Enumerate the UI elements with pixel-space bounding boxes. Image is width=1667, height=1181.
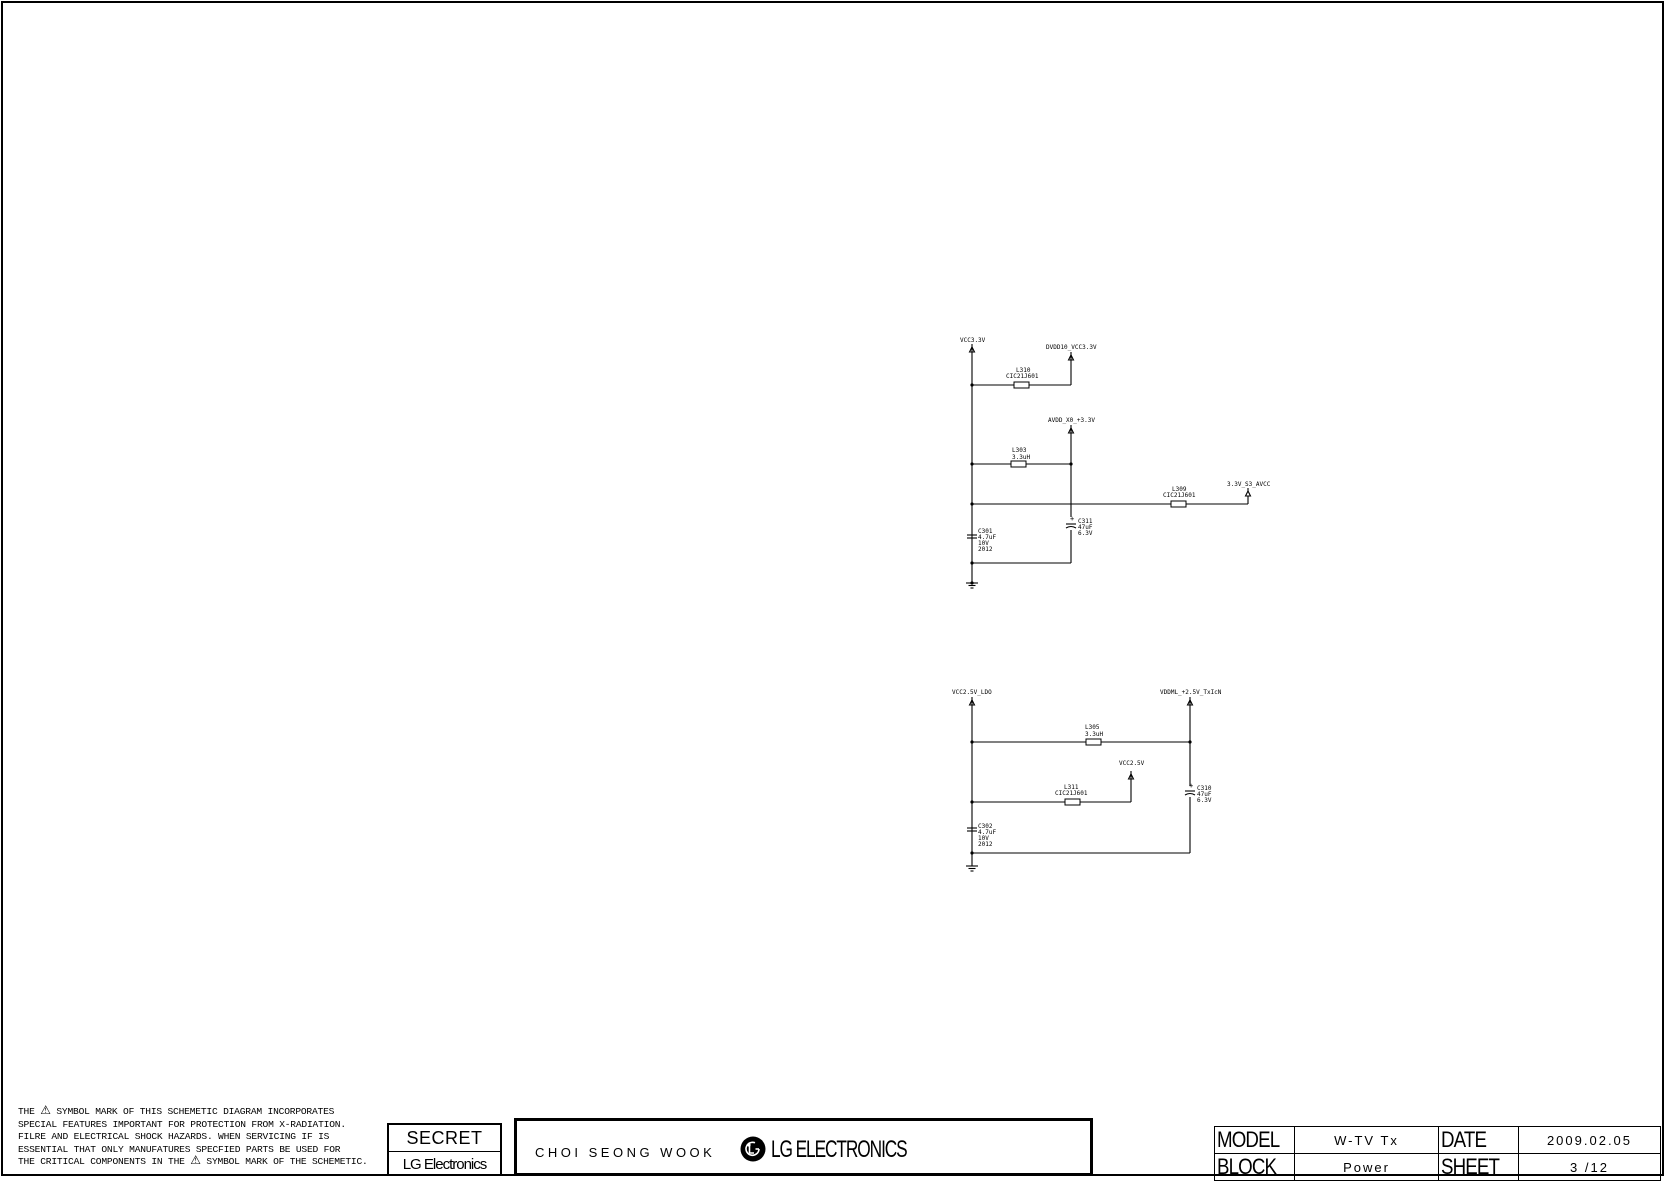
block-value: Power bbox=[1294, 1153, 1439, 1181]
c311-voltage: 6.3V bbox=[1078, 530, 1093, 537]
sheet-value: 3 /12 bbox=[1518, 1153, 1661, 1181]
notice-line: ESSENTIAL THAT ONLY MANUFATURES SPECFIED… bbox=[18, 1144, 378, 1157]
bottom-power-circuit: VCC2.5V_LDO VDDML_+2.5V_TxIcN L305 3.3uH… bbox=[952, 689, 1222, 872]
l310-value: CIC21J601 bbox=[1006, 373, 1039, 380]
notice-text: FILRE AND ELECTRICAL SHOCK HAZARDS. WHEN… bbox=[18, 1131, 330, 1143]
vcc25-ldo-power-port: VCC2.5V_LDO bbox=[952, 689, 992, 706]
l309-ref: L309 bbox=[1172, 486, 1187, 493]
c302-voltage: 10V bbox=[978, 835, 989, 842]
vcc25-power-port: VCC2.5V bbox=[1119, 760, 1145, 780]
inductor-l310 bbox=[1013, 381, 1030, 389]
company-short: LG Electronics bbox=[402, 1155, 488, 1173]
notice-text: SPECIAL FEATURES IMPORTANT FOR PROTECTIO… bbox=[18, 1118, 346, 1130]
l303-value: 3.3uH bbox=[1012, 454, 1030, 461]
avcc-power-port: 3.3V_S3_AVCC bbox=[1227, 481, 1271, 497]
notice-line: FILRE AND ELECTRICAL SHOCK HAZARDS. WHEN… bbox=[18, 1131, 378, 1144]
company-name: LG ELECTRONICS bbox=[771, 1136, 908, 1163]
net-label-dvdd: DVDD10_VCC3.3V bbox=[1046, 344, 1097, 351]
warning-triangle-icon: ⚠ bbox=[40, 1104, 51, 1118]
notice-text: SYMBOL MARK OF THE SCHEMETIC. bbox=[200, 1156, 368, 1168]
l309-value: CIC21J601 bbox=[1163, 492, 1196, 499]
capacitor-c310: + bbox=[1184, 782, 1196, 796]
svg-text:+: + bbox=[1189, 782, 1193, 790]
sheet-label: SHEET bbox=[1438, 1153, 1519, 1181]
top-power-circuit: VCC3.3V DVDD10_VCC3.3V L310 CIC21J601 AV… bbox=[960, 337, 1271, 589]
l311-ref: L311 bbox=[1064, 784, 1079, 791]
secret-label: SECRET bbox=[389, 1125, 500, 1152]
net-label-avcc: 3.3V_S3_AVCC bbox=[1227, 481, 1271, 488]
net-label-vcc33: VCC3.3V bbox=[960, 337, 986, 344]
l311-value: CIC21J601 bbox=[1055, 790, 1088, 797]
author-box: CHOI SEONG WOOK LG ELECTRONICS bbox=[514, 1118, 1093, 1176]
avdd-power-port: AVDD_X0_+3.3V bbox=[1048, 417, 1095, 434]
block-label: BLOCK bbox=[1214, 1153, 1295, 1181]
l303-ref: L303 bbox=[1012, 447, 1027, 454]
net-label-avdd: AVDD_X0_+3.3V bbox=[1048, 417, 1095, 424]
date-value: 2009.02.05 bbox=[1518, 1126, 1661, 1154]
c301-voltage: 10V bbox=[978, 540, 989, 547]
date-label: DATE bbox=[1438, 1126, 1519, 1154]
net-label-vcc25: VCC2.5V bbox=[1119, 760, 1145, 767]
c301-value: 4.7uF bbox=[978, 534, 996, 541]
inductor-l309 bbox=[1170, 500, 1187, 508]
c310-voltage: 6.3V bbox=[1197, 797, 1212, 804]
vcc33-power-port: VCC3.3V bbox=[960, 337, 986, 353]
info-table: MODEL W-TV Tx DATE 2009.02.05 BLOCK Powe… bbox=[1214, 1126, 1661, 1181]
net-label-vcc25-ldo: VCC2.5V_LDO bbox=[952, 689, 992, 696]
notice-line: SPECIAL FEATURES IMPORTANT FOR PROTECTIO… bbox=[18, 1119, 378, 1132]
c301-size: 2012 bbox=[978, 546, 993, 553]
c311-value: 47uF bbox=[1078, 524, 1093, 531]
inductor-l305 bbox=[1085, 738, 1102, 746]
notice-line: THE ⚠ SYMBOL MARK OF THIS SCHEMETIC DIAG… bbox=[18, 1104, 378, 1119]
author-name: CHOI SEONG WOOK bbox=[535, 1145, 716, 1160]
inductor-l303 bbox=[1010, 460, 1027, 468]
l305-ref: L305 bbox=[1085, 724, 1100, 731]
c311-ref: C311 bbox=[1078, 518, 1093, 525]
notice-line: THE CRITICAL COMPONENTS IN THE ⚠ SYMBOL … bbox=[18, 1154, 378, 1169]
dvdd-power-port: DVDD10_VCC3.3V bbox=[1046, 344, 1097, 361]
vddm-power-port: VDDML_+2.5V_TxIcN bbox=[1160, 689, 1222, 706]
notice-text: ESSENTIAL THAT ONLY MANUFATURES SPECFIED… bbox=[18, 1143, 341, 1155]
l310-ref: L310 bbox=[1016, 367, 1031, 374]
model-value: W-TV Tx bbox=[1294, 1126, 1439, 1154]
c302-ref: C302 bbox=[978, 823, 993, 830]
c302-size: 2012 bbox=[978, 841, 993, 848]
l305-value: 3.3uH bbox=[1085, 731, 1103, 738]
lg-logo-icon bbox=[740, 1136, 766, 1162]
capacitor-c311: + bbox=[1065, 515, 1077, 529]
model-label: MODEL bbox=[1214, 1126, 1295, 1154]
ground-symbol bbox=[966, 865, 978, 872]
notice-text: THE bbox=[18, 1106, 41, 1117]
notice-text: SYMBOL MARK OF THIS SCHEMETIC DIAGRAM IN… bbox=[50, 1106, 335, 1117]
notice-text: THE CRITICAL COMPONENTS IN THE bbox=[18, 1156, 191, 1168]
c301-ref: C301 bbox=[978, 528, 993, 535]
net-label-vddm: VDDML_+2.5V_TxIcN bbox=[1160, 689, 1222, 696]
c310-ref: C310 bbox=[1197, 785, 1212, 792]
secret-box: SECRET LG Electronics bbox=[387, 1123, 502, 1176]
inductor-l311 bbox=[1064, 798, 1081, 806]
c302-value: 4.7uF bbox=[978, 829, 996, 836]
safety-notice: THE ⚠ SYMBOL MARK OF THIS SCHEMETIC DIAG… bbox=[18, 1104, 378, 1169]
svg-text:+: + bbox=[1070, 515, 1074, 523]
capacitor-c301 bbox=[967, 534, 977, 539]
c310-value: 47uF bbox=[1197, 791, 1212, 798]
capacitor-c302 bbox=[967, 827, 977, 832]
warning-triangle-icon: ⚠ bbox=[190, 1154, 201, 1169]
